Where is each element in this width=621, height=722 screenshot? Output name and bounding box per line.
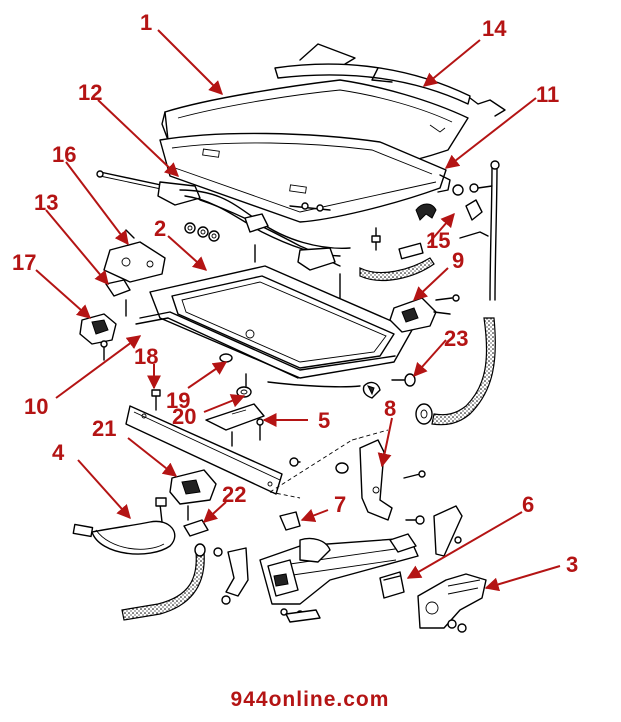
part-switch-bracket <box>213 547 249 605</box>
part-bolt-23 <box>391 373 416 387</box>
callout-4: 4 <box>52 440 65 465</box>
part-hose-kit <box>359 183 493 282</box>
callout-14: 14 <box>482 16 507 41</box>
part-cable-drive-assembly <box>96 170 351 271</box>
part-cover-22 <box>183 519 209 537</box>
callout-21: 21 <box>92 416 116 441</box>
callout-18: 18 <box>134 344 158 369</box>
callout-13: 13 <box>34 190 58 215</box>
part-drain-hose-right <box>415 160 500 426</box>
part-washers <box>184 222 381 299</box>
callout-19: 19 <box>166 388 190 413</box>
part-relay-box-6 <box>379 571 405 599</box>
part-motor-3 <box>417 573 487 633</box>
callout-15: 15 <box>426 228 450 253</box>
callout-23: 23 <box>444 326 468 351</box>
part-motor-mount-21 <box>169 469 217 521</box>
part-relay-7 <box>279 511 301 531</box>
callout-3: 3 <box>566 552 578 577</box>
part-drive-assembly <box>259 533 419 623</box>
part-rod <box>267 381 381 399</box>
callout-8: 8 <box>384 396 396 421</box>
callout-16: 16 <box>52 142 76 167</box>
callout-22: 22 <box>222 482 246 507</box>
part-plate-5 <box>205 403 265 447</box>
callout-12: 12 <box>78 80 102 105</box>
callout-20: 20 <box>172 404 196 429</box>
callout-1: 1 <box>140 10 152 35</box>
part-seal-10 <box>135 311 396 379</box>
callout-labels: 1 14 12 11 16 2 13 15 17 9 10 23 18 19 2… <box>12 10 578 577</box>
callout-arrows <box>35 29 561 592</box>
part-main-frame <box>149 265 413 379</box>
callout-6: 6 <box>522 492 534 517</box>
part-nut-washer <box>219 353 252 398</box>
part-clips-right <box>405 505 463 557</box>
site-watermark: 944online.com <box>231 688 390 711</box>
callout-7: 7 <box>334 492 346 517</box>
callout-10: 10 <box>24 394 48 419</box>
part-panel-frame <box>159 132 451 223</box>
callout-17: 17 <box>12 250 36 275</box>
part-wiring-harness-4 <box>72 497 176 555</box>
callout-11: 11 <box>536 82 559 107</box>
part-drain-hose-left <box>121 543 206 621</box>
callout-5: 5 <box>318 408 330 433</box>
callout-9: 9 <box>452 248 464 273</box>
part-guide-block-17 <box>79 313 117 361</box>
part-clip-13 <box>105 279 131 317</box>
dashed-group-outline <box>269 429 389 499</box>
part-wind-deflector <box>274 43 506 117</box>
part-bracket-8 <box>335 439 426 521</box>
part-guide-rail-18 <box>125 389 301 495</box>
callout-2: 2 <box>154 216 166 241</box>
